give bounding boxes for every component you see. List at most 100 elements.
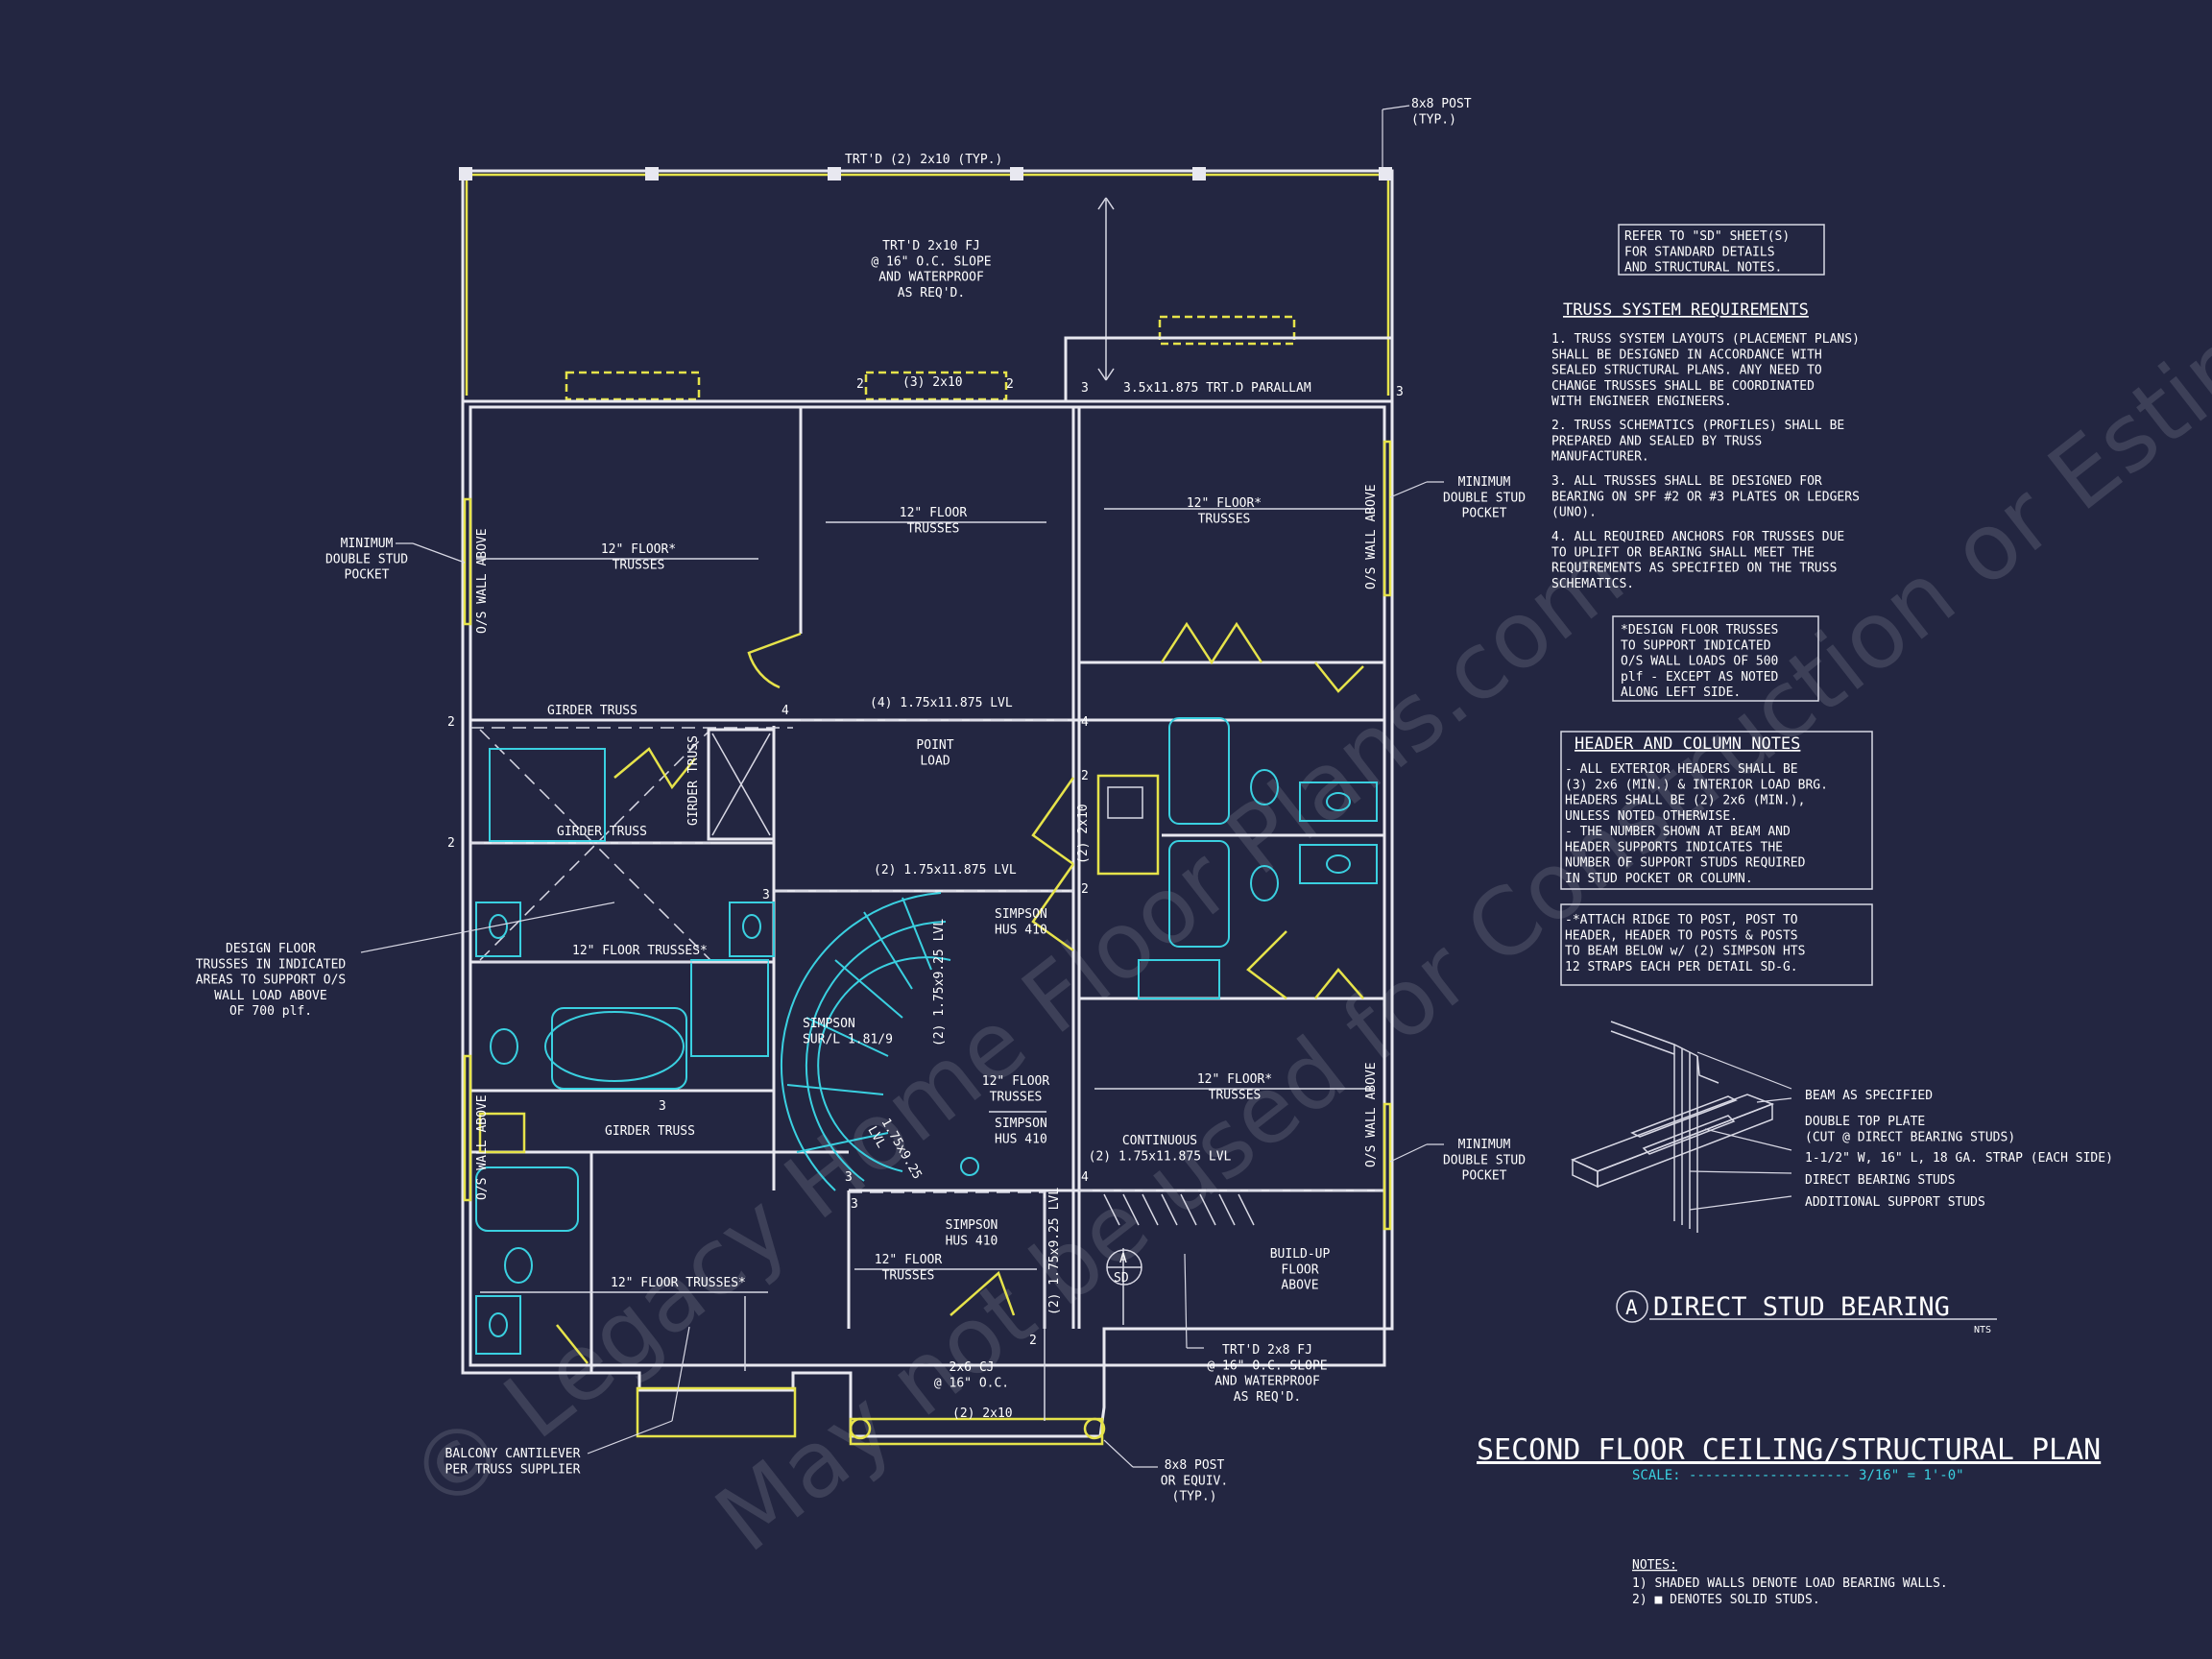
footer-notes-header: NOTES: <box>1632 1558 1677 1573</box>
main-outline <box>461 336 1394 1438</box>
title-block: SECOND FLOOR CEILING/STRUCTURAL PLAN SCA… <box>1477 1433 2101 1607</box>
fireplace-right <box>1096 774 1160 876</box>
deck-posts <box>459 167 1392 180</box>
detail-title-circle <box>1616 1290 1648 1323</box>
svg-text:3: 3 <box>851 1197 858 1212</box>
label-three-2x10: (3) 2x10 <box>902 375 963 390</box>
label-post-top: 8x8 POST(TYP.) <box>1411 97 1472 127</box>
svg-text:2: 2 <box>1081 769 1089 783</box>
shower-left <box>690 959 769 1057</box>
label-lvl-925-v: (2) 1.75x9.25 LVL <box>932 919 947 1046</box>
label-os-wall-right-upper: O/S WALL ABOVE <box>1364 484 1379 589</box>
os-wall-strip-right-low <box>1382 1102 1392 1231</box>
label-floor-trusses-f: 12" FLOOR*TRUSSES <box>1197 1072 1272 1102</box>
svg-text:3: 3 <box>1396 385 1404 399</box>
label-girder-truss-v: GIRDER TRUSS <box>686 735 701 826</box>
inner-outline <box>469 405 1386 1367</box>
window-top-1 <box>565 371 701 401</box>
spiral-stair <box>780 892 979 1191</box>
detail-top-plate: DOUBLE TOP PLATE(CUT @ DIRECT BEARING ST… <box>1805 1115 2015 1144</box>
label-two-2x10-v: (2) 2x10 <box>1076 804 1091 864</box>
tub-right-2 <box>1168 840 1230 948</box>
svg-text:2: 2 <box>447 715 455 730</box>
scale-value: 3/16" = 1'-0" <box>1851 1468 1964 1483</box>
build-up-hatch <box>1103 1193 1255 1226</box>
stud-numbers: 2 2 4 4 2 2 3 3 3 3 2 2 4 3 3 2 <box>447 377 1404 1348</box>
label-floor-trusses-h: 12" FLOOR TRUSSES* <box>611 1276 746 1290</box>
attach-box <box>1560 903 1873 986</box>
window-top-2 <box>864 371 1008 401</box>
footer-note-2: 2) ■ DENOTES SOLID STUDS. <box>1632 1593 1820 1607</box>
label-os-wall-right-lower: O/S WALL ABOVE <box>1364 1062 1379 1167</box>
label-floor-trusses-c: 12" FLOOR*TRUSSES <box>1187 496 1262 526</box>
header-column-body: - ALL EXTERIOR HEADERS SHALL BE(3) 2x6 (… <box>1565 762 1828 886</box>
svg-text:2: 2 <box>1081 882 1089 897</box>
svg-text:2: 2 <box>856 377 864 392</box>
stud-bearing-detail: BEAM AS SPECIFIED DOUBLE TOP PLATE(CUT @… <box>1571 1021 2113 1335</box>
detail-strap: 1-1/2" W, 16" L, 18 GA. STRAP (EACH SIDE… <box>1805 1151 2113 1166</box>
svg-text:2: 2 <box>1029 1334 1037 1348</box>
svg-text:3: 3 <box>659 1099 666 1114</box>
svg-text:4: 4 <box>1081 715 1089 730</box>
detail-title-letter: A <box>1625 1296 1638 1319</box>
label-lvl-925-v2: (2) 1.75x9.25 LVL <box>1047 1188 1062 1315</box>
svg-text:2: 2 <box>1006 377 1014 392</box>
os-wall-strip-right-up <box>1382 440 1392 597</box>
os-wall-strip-left-low <box>463 1054 472 1202</box>
detail-additional-studs: ADDITIONAL SUPPORT STUDS <box>1805 1195 1985 1210</box>
tub-left-lower <box>475 1166 579 1232</box>
scale-label: SCALE: <box>1632 1468 1689 1483</box>
header-column-title: HEADER AND COLUMN NOTES <box>1575 734 1800 754</box>
label-lvl-2a: (2) 1.75x11.875 LVL <box>874 863 1017 878</box>
label-floor-trusses-d: 12" FLOOR TRUSSES* <box>572 944 708 958</box>
truss-requirements-header: TRUSS SYSTEM REQUIREMENTS <box>1563 301 1809 320</box>
svg-text:3: 3 <box>1081 381 1089 396</box>
label-trtd-top: TRT'D (2) 2x10 (TYP.) <box>845 153 1002 167</box>
svg-text:3: 3 <box>845 1170 853 1185</box>
section-sheet: SD <box>1114 1271 1129 1286</box>
plan-title: SECOND FLOOR CEILING/STRUCTURAL PLAN <box>1477 1433 2101 1467</box>
footer-note-1: 1) SHADED WALLS DENOTE LOAD BEARING WALL… <box>1632 1576 1948 1591</box>
tub-left <box>544 1011 685 1082</box>
refer-sd-box <box>1618 224 1825 276</box>
label-cj-2x6: 2x6 CJ@ 16" O.C. <box>934 1360 1009 1390</box>
label-girder-truss-1: GIRDER TRUSS <box>547 704 637 718</box>
design-box <box>1612 615 1819 702</box>
notes-panel: REFER TO "SD" SHEET(S)FOR STANDARD DETAI… <box>1551 224 1873 986</box>
label-continuous: CONTINUOUS(2) 1.75x11.875 LVL <box>1089 1134 1232 1164</box>
label-parallam: 3.5x11.875 TRT.D PARALLAM <box>1123 381 1311 396</box>
section-letter: A <box>1119 1252 1127 1266</box>
os-wall-strip-left <box>463 497 472 626</box>
chimney-box <box>707 728 776 841</box>
header-column-box <box>1560 731 1873 890</box>
shower-right <box>1138 959 1220 999</box>
scale-dashes: -------------------- <box>1689 1468 1851 1483</box>
note-refer-sd: REFER TO "SD" SHEET(S)FOR STANDARD DETAI… <box>1624 229 1790 276</box>
truss-span-arrows <box>476 508 1373 1421</box>
svg-text:2: 2 <box>447 836 455 851</box>
tub-right-1 <box>1168 717 1230 825</box>
detail-nts: NTS <box>1974 1325 1991 1335</box>
label-girder-truss-3: GIRDER TRUSS <box>605 1124 695 1139</box>
